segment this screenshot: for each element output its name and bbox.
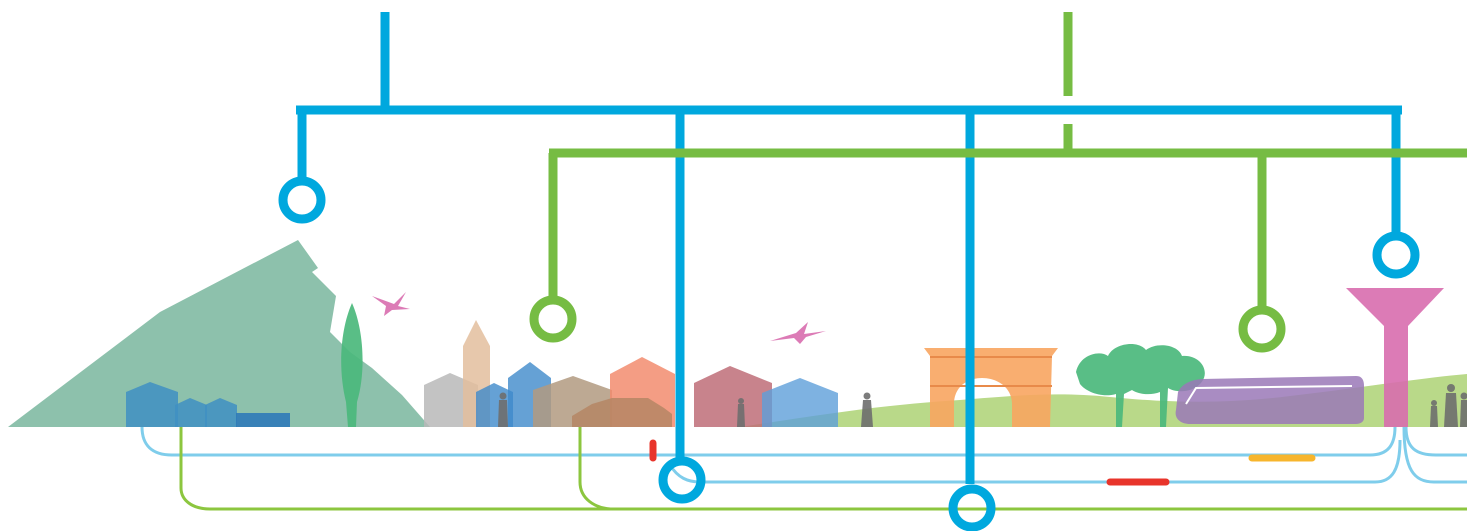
- main-blue-network: [283, 12, 1415, 527]
- pipe-light-green: [580, 427, 614, 509]
- underground-network: [142, 427, 1467, 509]
- bird-icon: [770, 322, 826, 344]
- bird-icon: [372, 292, 410, 316]
- green-node-circle: [534, 300, 572, 338]
- house-icon: [694, 366, 772, 427]
- blue-node-circle: [1377, 236, 1415, 274]
- pipe-light-blue: [1406, 427, 1467, 455]
- blue-node-circle: [663, 461, 701, 499]
- pipe-light-blue: [142, 427, 1395, 455]
- pipe-light-green: [181, 427, 1467, 509]
- main-green-network: [534, 12, 1467, 348]
- bus-icon: [1176, 376, 1364, 424]
- green-node-circle: [1243, 310, 1281, 348]
- house-icon: [762, 378, 838, 427]
- house-icon: [236, 413, 290, 427]
- blue-node-circle: [283, 181, 321, 219]
